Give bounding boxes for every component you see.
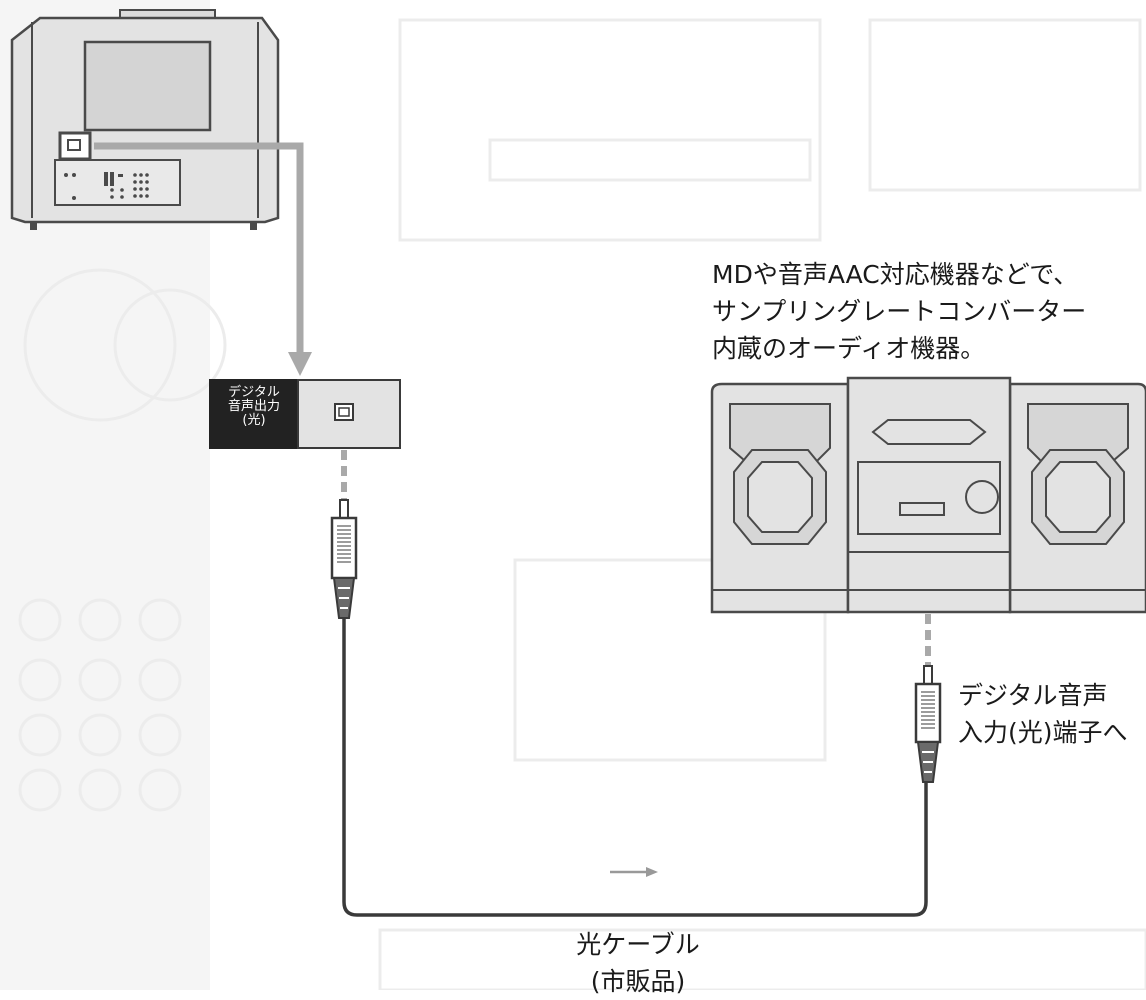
port-label-line2: 音声出力	[227, 399, 280, 414]
cable-label-line2: (市販品)	[590, 967, 686, 996]
port-label: デジタル 音声出力 (光)	[212, 386, 296, 428]
input-terminal-label-line2: 入力(光)端子へ	[958, 718, 1128, 747]
digital-audio-output-port	[209, 379, 401, 449]
optical-cable	[342, 618, 928, 917]
callout-arrow	[94, 142, 312, 376]
device-description: MDや音声AAC対応機器などで、 サンプリングレートコンバーター 内蔵のオーディ…	[712, 256, 1086, 367]
device-description-line1: MDや音声AAC対応機器などで、	[712, 260, 1079, 289]
input-terminal-label-line1: デジタル音声	[958, 681, 1108, 710]
optical-plug-left	[330, 450, 358, 619]
device-description-line2: サンプリングレートコンバーター	[712, 297, 1087, 326]
audio-system	[710, 376, 1146, 614]
device-description-line3: 内蔵のオーディオ機器。	[712, 334, 986, 363]
tv-screen-frame	[83, 40, 212, 132]
port-label-line1: デジタル	[228, 385, 280, 400]
cable-label-line1: 光ケーブル	[576, 930, 700, 959]
optical-plug-right	[914, 614, 942, 783]
input-terminal-label: デジタル音声 入力(光)端子へ	[958, 677, 1128, 751]
signal-direction-arrow	[610, 867, 658, 877]
port-label-line3: (光)	[242, 413, 266, 428]
tv-unit	[10, 9, 280, 230]
cable-label: 光ケーブル (市販品)	[548, 926, 728, 1000]
